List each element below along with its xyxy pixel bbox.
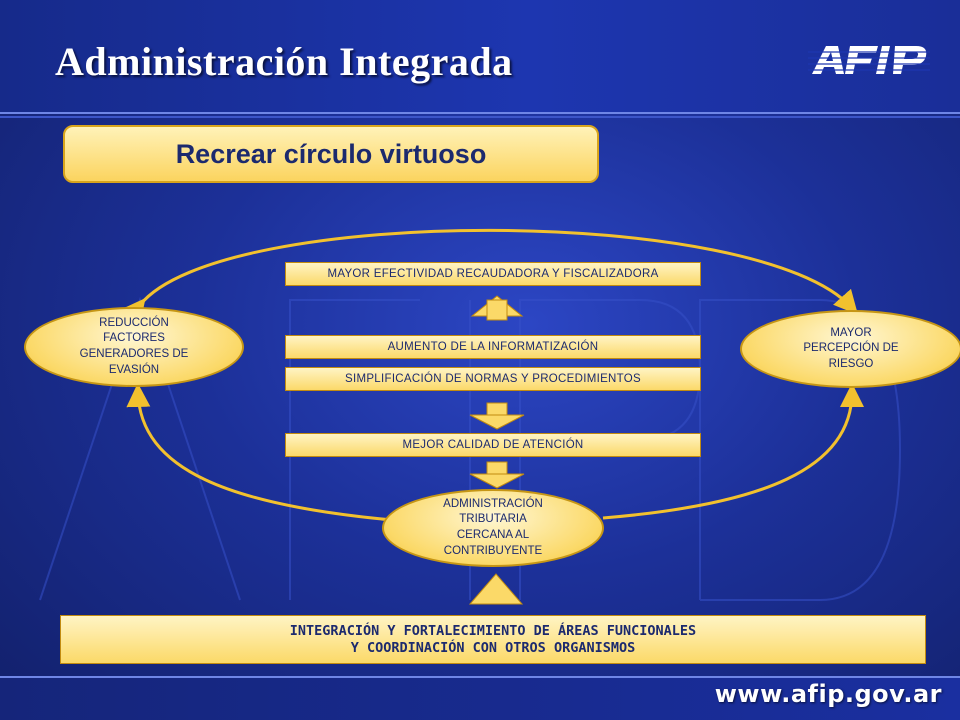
ellipse-mayor-percepcion: MAYOR PERCEPCIÓN DE RIESGO <box>740 310 960 388</box>
box-mayor-efectividad: MAYOR EFECTIVIDAD RECAUDADORA Y FISCALIZ… <box>285 262 701 286</box>
ellipse-administracion-tributaria: ADMINISTRACIÓN TRIBUTARIA CERCANA AL CON… <box>382 489 604 567</box>
box-simplificacion-normas: SIMPLIFICACIÓN DE NORMAS Y PROCEDIMIENTO… <box>285 367 701 391</box>
down-arrow-lower <box>469 461 525 489</box>
ellipse-reduccion-factores: REDUCCIÓN FACTORES GENERADORES DE EVASIÓ… <box>24 307 244 387</box>
bottom-integration-bar: INTEGRACIÓN Y FORTALECIMIENTO DE ÁREAS F… <box>60 615 926 664</box>
footer-url: www.afip.gov.ar <box>714 680 942 708</box>
ellipse-reduccion-label: REDUCCIÓN FACTORES GENERADORES DE EVASIÓ… <box>79 316 189 376</box>
top-arc-connector <box>121 228 859 325</box>
page-title: Administración Integrada <box>55 39 513 84</box>
slide-subtitle: Recrear círculo virtuoso <box>63 125 599 183</box>
up-arrow-top <box>470 295 524 321</box>
down-arrow-middle <box>469 402 525 430</box>
bottom-right-arc-connector <box>602 383 864 520</box>
ellipse-administracion-label: ADMINISTRACIÓN TRIBUTARIA CERCANA AL CON… <box>443 497 543 557</box>
box-mejor-calidad-atencion: MEJOR CALIDAD DE ATENCIÓN <box>285 433 701 457</box>
bottom-bar-line-2: Y COORDINACIÓN CON OTROS ORGANISMOS <box>350 639 636 656</box>
footer-band <box>0 676 960 720</box>
afip-logo <box>808 46 930 74</box>
bottom-bar-line-1: INTEGRACIÓN Y FORTALECIMIENTO DE ÁREAS F… <box>289 622 697 639</box>
ellipse-percepcion-label: MAYOR PERCEPCIÓN DE RIESGO <box>803 326 899 370</box>
up-triangle-bottom <box>468 573 524 605</box>
box-aumento-informatizacion: AUMENTO DE LA INFORMATIZACIÓN <box>285 335 701 359</box>
bottom-left-arc-connector <box>126 383 393 522</box>
header-band <box>0 0 960 118</box>
